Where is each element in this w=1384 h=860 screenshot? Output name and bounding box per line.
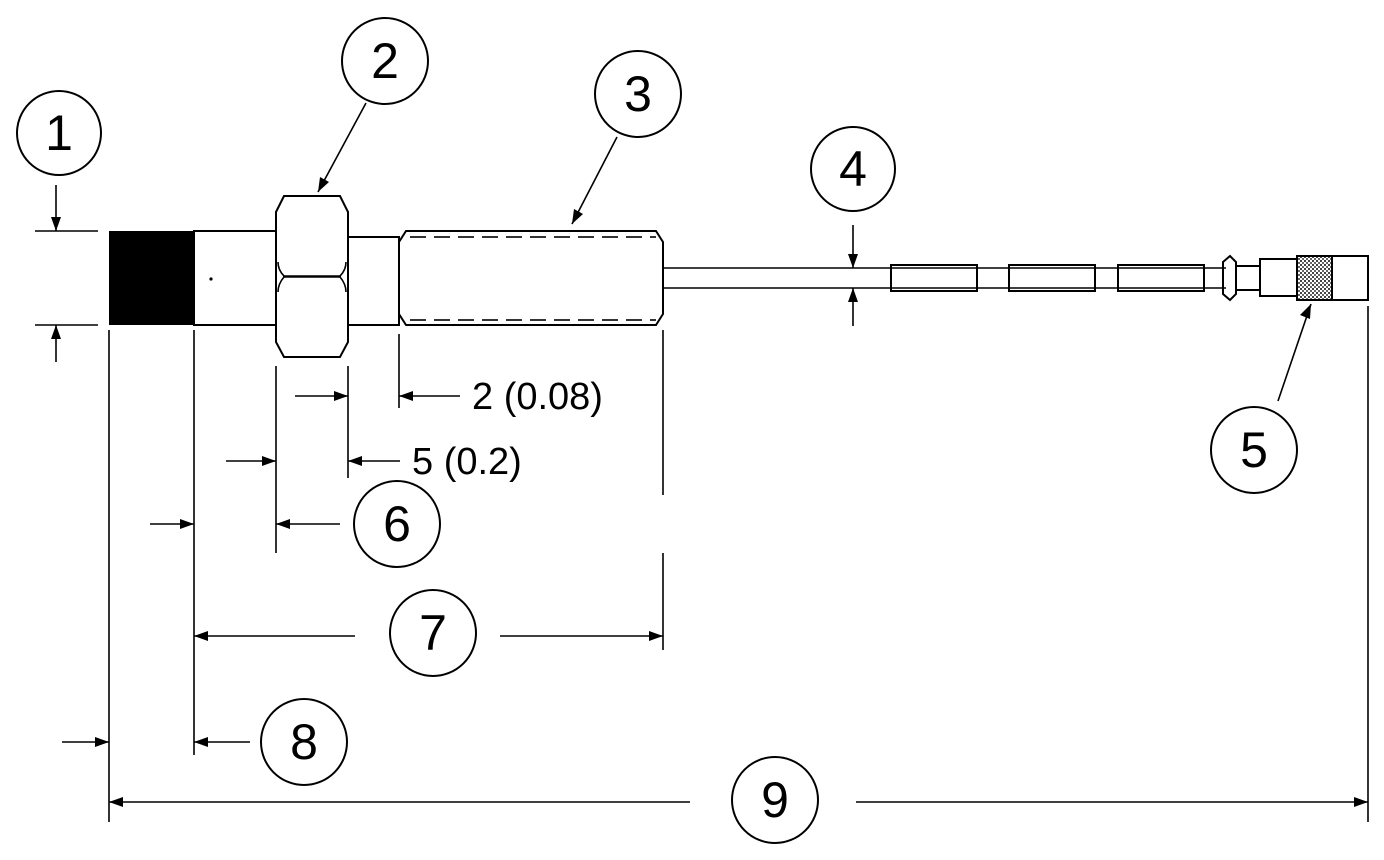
svg-text:7: 7	[419, 605, 447, 661]
svg-text:2: 2	[371, 33, 399, 89]
sensor-body	[109, 195, 1369, 358]
cable-sleeve-3	[1117, 264, 1205, 292]
balloon-9: 9	[731, 756, 819, 844]
cable-sleeve-2	[1008, 264, 1096, 292]
balloon-2: 2	[341, 17, 429, 105]
dimension-lines	[51, 185, 1368, 807]
balloon-5: 5	[1210, 406, 1298, 494]
leader-lines	[317, 102, 1312, 402]
sensor-tip	[109, 231, 194, 325]
svg-text:9: 9	[761, 772, 789, 828]
svg-text:1: 1	[45, 105, 73, 161]
gap-dimension-label: 2 (0.08)	[472, 376, 603, 418]
nut-dimension-label: 5 (0.2)	[412, 441, 522, 483]
neck	[347, 236, 400, 326]
extension-lines	[35, 230, 1369, 822]
balloon-1: 1	[16, 90, 102, 176]
hex-nut	[275, 195, 349, 358]
svg-text:6: 6	[383, 496, 411, 552]
connector	[1222, 254, 1369, 302]
svg-text:8: 8	[290, 714, 318, 770]
balloon-7: 7	[389, 589, 477, 677]
balloon-8: 8	[260, 698, 348, 786]
svg-text:4: 4	[839, 141, 867, 197]
balloon-4: 4	[810, 126, 896, 212]
balloon-6: 6	[353, 480, 441, 568]
svg-text:3: 3	[624, 66, 652, 122]
front-shaft	[193, 230, 277, 326]
knurled-nut	[1296, 255, 1333, 301]
threaded-housing	[398, 230, 664, 326]
balloon-3: 3	[594, 50, 682, 138]
cable-sleeve-1	[890, 264, 978, 292]
center-dot	[209, 277, 213, 281]
svg-text:5: 5	[1240, 422, 1268, 478]
